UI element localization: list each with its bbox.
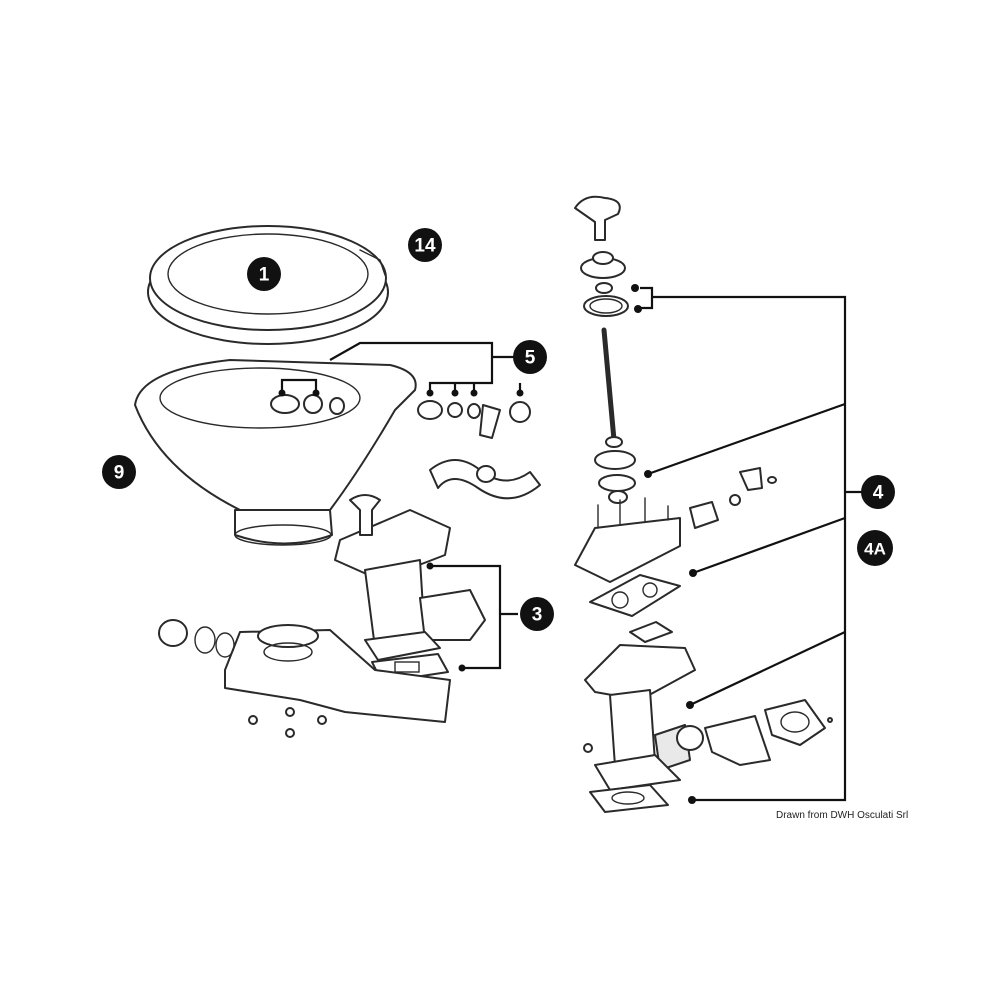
pump-rod [594,327,636,504]
badge-label-9: 9 [114,463,125,484]
badge-label-4: 4 [873,483,884,504]
pump-body [583,644,833,813]
badge-label-3: 3 [532,605,543,626]
pump-assembly [334,494,486,683]
pump-handle [574,195,629,317]
toilet-base [158,619,451,738]
badge-label-1: 1 [259,265,270,286]
badge-part-14: 14 [408,228,442,262]
badge-label-14: 14 [414,236,436,257]
gasket-plate [589,574,681,643]
toilet-bowl [134,359,417,546]
badge-part-1: 1 [247,257,281,291]
badge-part-3: 3 [520,597,554,631]
badge-label-5: 5 [525,348,536,369]
leader-lines [278,284,862,804]
badge-part-4: 4 [861,475,895,509]
pump-cylinder-top [574,467,777,583]
hose [429,459,541,500]
badge-part-9: 9 [102,455,136,489]
credit-text: Drawn from DWH Osculati Srl [776,810,909,821]
inlet-fittings [417,400,531,439]
badge-part-4a: 4A [857,530,893,566]
badge-part-5: 5 [513,340,547,374]
badge-label-4a: 4A [864,540,886,559]
